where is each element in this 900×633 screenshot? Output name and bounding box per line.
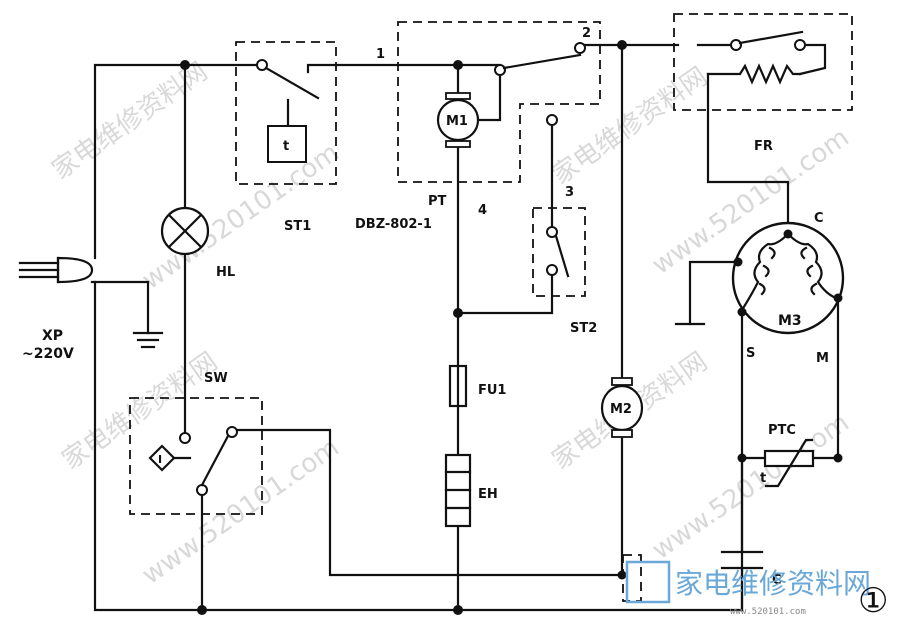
pt-enclosure — [397, 21, 601, 183]
m3-label: M3 — [778, 313, 802, 329]
watermark-text: www.520101.com — [137, 433, 345, 591]
heater-label: EH — [478, 487, 498, 502]
st2-enclosure — [532, 207, 586, 297]
sw-enclosure — [129, 397, 263, 515]
ptc-starter — [763, 438, 815, 488]
plug-label: XP — [42, 328, 63, 344]
st1-enclosure — [235, 41, 337, 185]
st1-label: ST1 — [284, 219, 311, 234]
fuse-fu1 — [448, 364, 468, 408]
watermark-logo: 家电维修资料网 www.520101.com — [625, 560, 871, 617]
overload-fr — [706, 30, 806, 85]
node-label-2: 2 — [582, 26, 591, 41]
start-terminal-label: S — [746, 346, 755, 361]
m1-label: M1 — [446, 114, 468, 129]
junctions — [180, 40, 843, 615]
fuse-label: FU1 — [478, 383, 506, 398]
capacitor — [720, 550, 764, 570]
node-label-4: 4 — [478, 203, 487, 218]
capacitor-label: C — [772, 573, 782, 588]
door-switch-sw — [148, 426, 238, 496]
watermark-logo-text: 家电维修资料网 — [675, 567, 871, 600]
switch-label: SW — [204, 371, 228, 386]
watermark-text: www.520101.com — [647, 408, 855, 566]
st2-label: ST2 — [570, 321, 597, 336]
switch-symbol: I — [158, 453, 162, 466]
wiring — [93, 43, 840, 612]
thermostat-st1 — [256, 59, 320, 163]
fr-enclosure — [673, 13, 853, 111]
ptc-label: PTC — [768, 423, 796, 438]
motor-m2 — [600, 377, 644, 438]
lamp-label: HL — [216, 265, 235, 280]
figure-number: ① — [858, 581, 888, 621]
node-label-1: 1 — [376, 47, 385, 62]
plug-xp — [18, 256, 164, 349]
main-terminal-label: M — [816, 351, 829, 366]
lamp-hl — [160, 206, 210, 256]
watermark-logo-url: www.520101.com — [730, 607, 806, 617]
fr-label: FR — [754, 139, 773, 154]
voltage-label: ~220V — [22, 346, 74, 362]
heater-eh — [444, 453, 472, 528]
timer-pt — [436, 42, 586, 148]
st1-sensor-label: t — [283, 139, 289, 154]
common-terminal-label: C — [814, 211, 824, 226]
thermostat-st2 — [546, 226, 570, 278]
ptc-t-label: t — [760, 471, 766, 486]
pt-label: PT — [428, 194, 447, 209]
pt-model-label: DBZ-802-1 — [355, 217, 432, 232]
node-label-3: 3 — [565, 185, 574, 200]
m2-label: M2 — [610, 402, 632, 417]
watermark-text: 家电维修资料网 — [47, 57, 213, 186]
compressor-m3 — [731, 221, 845, 335]
watermark-text: 家电维修资料网 — [57, 347, 223, 476]
watermark-text: 家电维修资料网 — [547, 62, 713, 191]
